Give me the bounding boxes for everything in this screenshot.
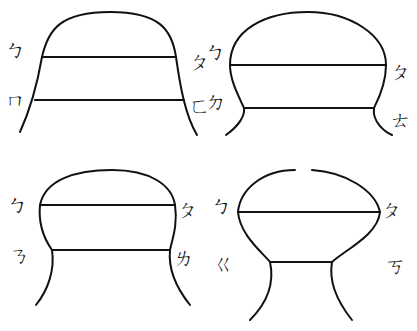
phonetic-label: ㄎ [386,256,406,276]
phonetic-label: ㄉ [206,92,226,112]
phonetic-label: ㄋ [10,246,30,266]
outline [20,12,197,135]
phonetic-label: ㄅ [206,42,226,62]
phonetic-label: ㄍ [214,254,234,274]
phonetic-label: ㄅ [6,40,26,60]
phonetic-label: ㄅ [8,195,28,215]
line [238,211,380,213]
line [35,99,184,101]
line [42,56,176,58]
line [270,261,332,263]
outline [312,170,380,320]
phonetic-label: ㄅ [212,196,232,216]
outline [226,12,392,135]
line [244,107,374,109]
line [40,204,175,206]
phonetic-label: ㄇ [6,90,26,110]
phonetic-label: ㄆ [391,62,411,82]
phonetic-label: ㄌ [174,248,194,268]
outline [36,170,190,305]
outline [238,170,295,320]
line [230,64,386,66]
phonetic-label: ㄊ [391,110,411,130]
line [52,249,170,251]
phonetic-label: ㄆ [178,200,198,220]
phonetic-label: ㄆ [382,200,402,220]
